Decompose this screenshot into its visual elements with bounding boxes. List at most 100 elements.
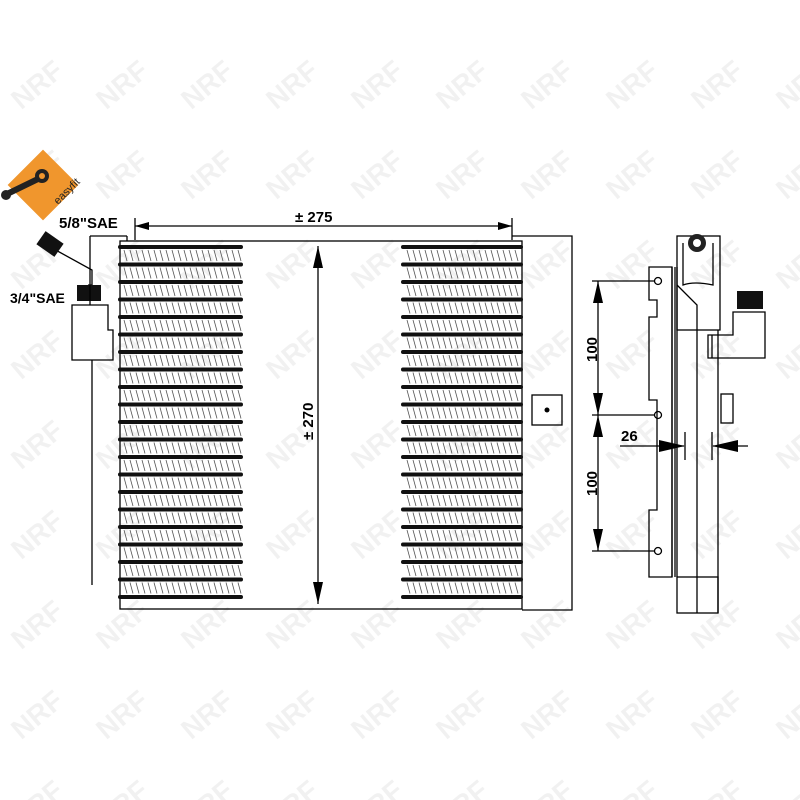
watermark-text: NRF	[770, 54, 800, 115]
watermark-text: NRF	[345, 144, 409, 205]
easyfit-logo: easyfit	[1, 149, 83, 221]
fin-pattern	[123, 477, 242, 489]
watermark-text: NRF	[345, 504, 409, 565]
fin-pattern	[406, 302, 519, 314]
watermark-text: NRF	[515, 504, 579, 565]
watermark-text: NRF	[685, 414, 749, 475]
fin-pattern	[406, 372, 519, 384]
tube-bar	[401, 455, 523, 459]
tube-bar	[401, 315, 523, 319]
tube-bar	[401, 245, 523, 249]
watermark-text: NRF	[5, 54, 69, 115]
fin-pattern	[406, 319, 519, 332]
fin-pattern	[123, 284, 242, 297]
watermark-text: NRF	[260, 144, 324, 205]
tube-bar	[401, 542, 523, 547]
tube-bar	[118, 560, 243, 564]
fin-pattern	[123, 354, 242, 367]
hole-spacing-top-label: 100	[584, 337, 601, 362]
watermark-text: NRF	[430, 774, 494, 800]
height-dimension: ± 270	[300, 246, 323, 604]
fin-pattern	[123, 459, 242, 472]
connector-top-label: 5/8"SAE	[59, 215, 118, 232]
tube-bar	[401, 332, 523, 337]
fin-pattern	[123, 319, 242, 332]
watermark-text: NRF	[345, 234, 409, 295]
fin-pattern	[406, 564, 519, 577]
fin-pattern	[123, 337, 242, 349]
watermark-text: NRF	[770, 774, 800, 800]
tube-bar	[401, 437, 523, 442]
watermark-text: NRF	[5, 324, 69, 385]
watermark-text: NRF	[685, 144, 749, 205]
watermark-text: NRF	[515, 414, 579, 475]
watermark-text: NRF	[685, 54, 749, 115]
fin-pattern	[406, 407, 519, 419]
tube-bar	[118, 525, 243, 529]
watermark-text: NRF	[685, 774, 749, 800]
tube-bar	[401, 472, 523, 477]
watermark-text: NRF	[515, 324, 579, 385]
watermark-text: NRF	[345, 324, 409, 385]
connector-bottom-label: 3/4"SAE	[10, 290, 65, 306]
watermark-text: NRF	[770, 684, 800, 745]
fin-pattern	[123, 424, 242, 437]
height-label: ± 270	[300, 403, 317, 440]
tube-bar	[118, 472, 243, 477]
watermark-text: NRF	[260, 684, 324, 745]
watermark-text: NRF	[685, 684, 749, 745]
watermark-text: NRF	[515, 684, 579, 745]
watermark-text: NRF	[515, 54, 579, 115]
watermark-text: NRF	[260, 324, 324, 385]
watermark-text: NRF	[600, 324, 664, 385]
tube-bar	[118, 315, 243, 319]
watermark-text: NRF	[600, 504, 664, 565]
tube-bar	[118, 350, 243, 354]
fin-pattern	[406, 267, 519, 279]
tube-bar	[401, 420, 523, 424]
fin-pattern	[406, 529, 519, 542]
watermark-text: NRF	[345, 414, 409, 475]
fin-pattern	[123, 267, 242, 279]
watermark-text: NRF	[600, 54, 664, 115]
fin-pattern	[406, 512, 519, 524]
tube-bar	[118, 507, 243, 512]
fin-pattern	[406, 354, 519, 367]
watermark-text: NRF	[600, 594, 664, 655]
watermark-text: NRF	[345, 594, 409, 655]
watermark-text: NRF	[175, 144, 239, 205]
fin-pattern	[123, 372, 242, 384]
condenser-core	[118, 235, 573, 611]
watermark-text: NRF	[345, 54, 409, 115]
watermark-text: NRF	[600, 234, 664, 295]
watermark-text: NRF	[430, 594, 494, 655]
fin-pattern	[406, 389, 519, 402]
fin-pattern	[406, 582, 519, 594]
watermark-text: NRF	[770, 234, 800, 295]
hole-spacing-bottom-label: 100	[584, 471, 601, 496]
watermark-text: NRF	[430, 684, 494, 745]
fin-pattern	[123, 582, 242, 594]
watermark-text: NRF	[260, 774, 324, 800]
watermark-text: NRF	[430, 144, 494, 205]
watermark-text: NRF	[515, 594, 579, 655]
watermark-text: NRF	[5, 774, 69, 800]
tube-bar	[118, 490, 243, 494]
watermark-text: NRF	[260, 504, 324, 565]
watermark-text: NRF	[260, 594, 324, 655]
watermark-text: NRF	[5, 684, 69, 745]
fin-pattern	[123, 547, 242, 559]
watermark-text: NRF	[770, 324, 800, 385]
watermark-text: NRF	[90, 54, 154, 115]
tube-bar	[118, 297, 243, 302]
watermark-text: NRF	[685, 594, 749, 655]
watermark-text: NRF	[770, 594, 800, 655]
watermark-text: NRF	[515, 234, 579, 295]
watermark-text: NRF	[175, 594, 239, 655]
tube-bar	[118, 262, 243, 267]
fin-pattern	[406, 459, 519, 472]
width-label: ± 275	[295, 209, 332, 226]
tube-bar	[401, 350, 523, 354]
watermark-text: NRF	[515, 774, 579, 800]
fin-pattern	[406, 547, 519, 559]
